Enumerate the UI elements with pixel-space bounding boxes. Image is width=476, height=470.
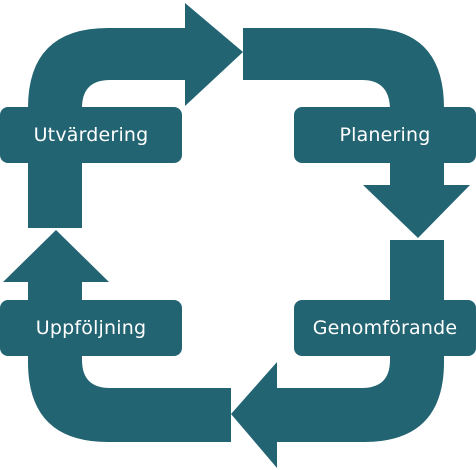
arrow-genomforande-to-uppfoljning [231,240,444,468]
step-planering-label: Planering [339,124,431,146]
step-utvardering: Utvärdering [0,107,182,163]
step-genomforande: Genomförande [294,300,476,356]
step-planering: Planering [294,107,476,163]
step-uppfoljning-label: Uppföljning [35,317,147,339]
arrow-uppfoljning-to-utvardering-body [3,230,231,442]
arrow-utvardering-to-planering [28,3,243,228]
step-uppfoljning: Uppföljning [0,300,182,356]
arrow-planering-to-genomforande [243,28,470,238]
arrow-genomforande-to-uppfoljning-body [231,240,444,468]
step-genomforande-label: Genomförande [312,317,458,339]
arrow-utvardering-to-planering-body [28,3,243,228]
arrow-planering-to-genomforande-body [243,28,470,238]
arrow-uppfoljning-to-utvardering [3,230,231,442]
step-utvardering-label: Utvärdering [33,124,149,146]
